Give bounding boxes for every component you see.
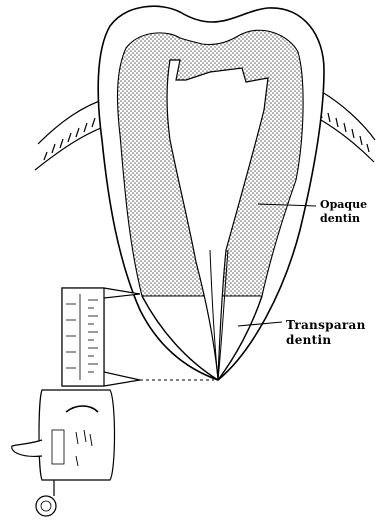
label-opaque-line2: dentin (320, 212, 367, 226)
label-transparan-line2: dentin (286, 333, 366, 348)
label-transparan-line1: Transparan (286, 318, 366, 333)
label-transparan-dentin: Transparan dentin (286, 318, 366, 348)
label-opaque-dentin: Opaque dentin (320, 198, 367, 226)
caliper-tool (12, 288, 140, 516)
label-opaque-line1: Opaque (320, 198, 367, 212)
